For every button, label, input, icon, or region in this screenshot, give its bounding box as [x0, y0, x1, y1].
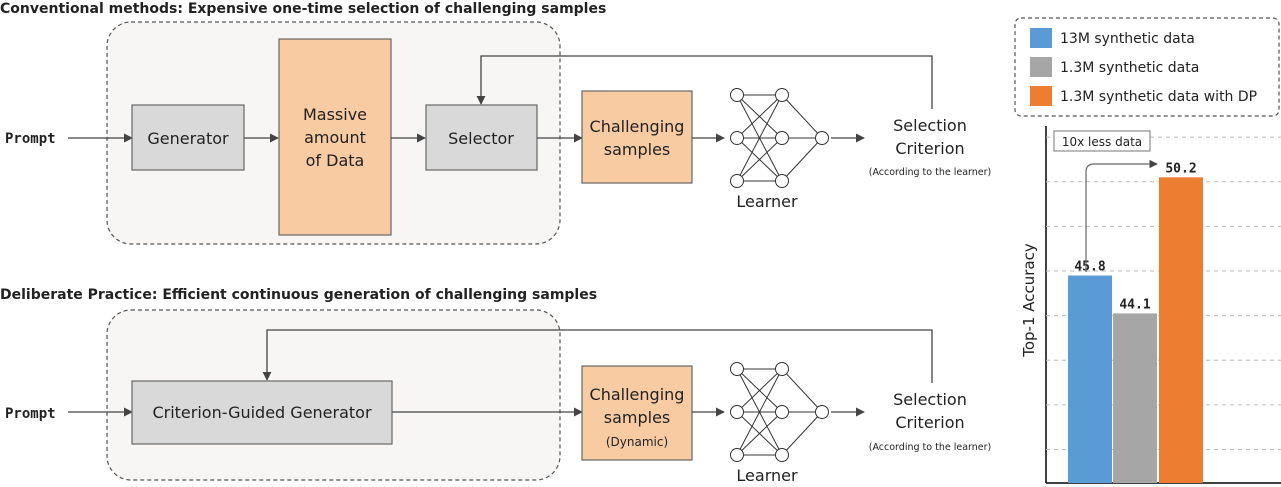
top-massive-line2: amount [304, 128, 366, 147]
top-criterion-note: (According to the learner) [869, 167, 991, 178]
chart-y-axis-label: Top-1 Accuracy [1020, 243, 1038, 358]
top-prompt-label: Prompt [5, 131, 56, 147]
annotation-text: 10x less data [1062, 135, 1142, 149]
chart-legend-box [1014, 17, 1280, 117]
bottom-learner-label: Learner [736, 466, 798, 485]
legend-swatch-1 [1030, 28, 1052, 48]
top-massive-data-box [278, 38, 392, 236]
chart-legend: 13M synthetic data 1.3M synthetic data 1.3… [1030, 28, 1257, 106]
bottom-panel-title: Deliberate Practice: Efficient continuou… [0, 287, 597, 303]
bar-1 [1068, 275, 1112, 483]
top-feedback-arrow [476, 55, 933, 109]
top-challenging-line1: Challenging [590, 117, 685, 136]
bottom-criterion-line2: Criterion [895, 413, 964, 432]
top-challenging-box [581, 90, 693, 184]
top-learner-network-icon [730, 88, 829, 188]
legend-swatch-2 [1030, 57, 1052, 77]
top-massive-line3: of Data [306, 151, 365, 170]
bottom-learner-network-icon [730, 362, 829, 462]
top-selector-label: Selector [448, 129, 514, 148]
chart-bars: 45.8 44.1 50.2 [1068, 161, 1203, 483]
top-generator-label: Generator [147, 129, 229, 148]
bar-value-label-2: 44.1 [1119, 297, 1150, 312]
top-criterion-line1: Selection [893, 116, 967, 135]
bottom-challenging-line3: (Dynamic) [606, 435, 668, 449]
bottom-prompt-label: Prompt [5, 406, 56, 422]
bar-value-label-3: 50.2 [1165, 161, 1196, 176]
bottom-generator-label: Criterion-Guided Generator [152, 403, 372, 422]
bar-2 [1113, 313, 1157, 483]
legend-swatch-3 [1030, 86, 1052, 106]
bottom-criterion-note: (According to the learner) [869, 442, 991, 453]
top-generator-box [131, 104, 245, 171]
annotation-box [1053, 130, 1151, 152]
bar-3 [1159, 177, 1203, 483]
legend-label-2: 1.3M synthetic data [1060, 60, 1199, 76]
top-learner-label: Learner [736, 192, 798, 211]
top-panel-title: Conventional methods: Expensive one-time… [0, 1, 606, 17]
top-massive-line1: Massive [303, 105, 367, 124]
annotation-arrow [1085, 159, 1158, 272]
bar-value-label-1: 45.8 [1074, 259, 1105, 274]
legend-label-1: 13M synthetic data [1060, 31, 1195, 47]
bottom-challenging-box [581, 365, 693, 461]
chart-grid [1046, 136, 1281, 451]
bottom-challenging-line1: Challenging [590, 385, 685, 404]
bottom-generator-box [131, 380, 393, 445]
bottom-challenging-line2: samples [604, 408, 671, 427]
top-criterion-line2: Criterion [895, 139, 964, 158]
top-challenging-line2: samples [604, 140, 671, 159]
bottom-criterion-line1: Selection [893, 390, 967, 409]
legend-label-3: 1.3M synthetic data with DP [1060, 89, 1257, 105]
bottom-feedback-arrow [262, 329, 933, 383]
